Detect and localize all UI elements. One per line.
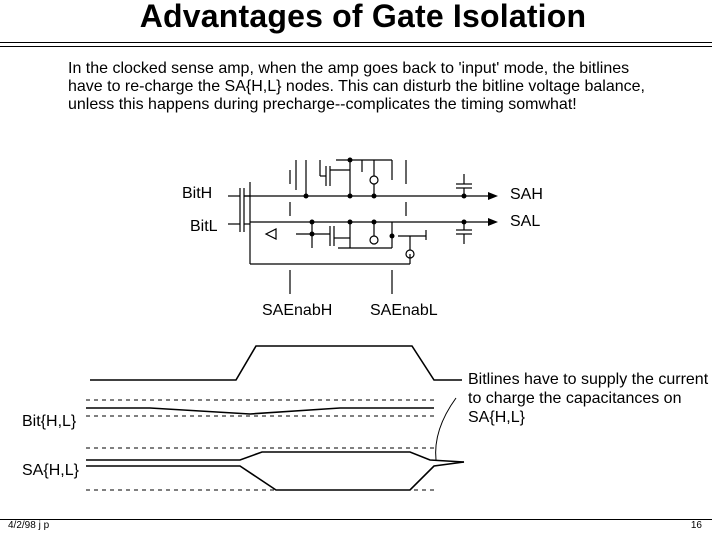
sah-label: SAH xyxy=(510,186,543,203)
saenabh-label: SAEnabH xyxy=(262,302,333,319)
saenabl-label: SAEnabL xyxy=(370,302,438,319)
bit-hl-label: Bit{H,L} xyxy=(22,413,77,430)
sa-hl-label: SA{H,L} xyxy=(22,462,79,479)
footer-rule xyxy=(0,519,712,520)
bith-label: BitH xyxy=(182,185,213,202)
page-number: 16 xyxy=(690,520,702,531)
sense-amp-circuit xyxy=(228,159,488,294)
bitl-label: BitL xyxy=(190,218,218,235)
description-text: In the clocked sense amp, when the amp g… xyxy=(68,60,645,113)
saenab-waveform xyxy=(90,345,462,381)
slide-title: Advantages of Gate Isolation xyxy=(139,0,587,34)
bit-waveform xyxy=(86,407,434,415)
sa-waveform xyxy=(86,461,465,491)
sal-label: SAL xyxy=(510,213,541,230)
footer-date: 4/2/98 j p xyxy=(8,520,50,531)
bitline-annotation: Bitlines have to supply the current to c… xyxy=(468,371,709,426)
circuit-junction-dots xyxy=(303,157,498,239)
title-rule-bottom xyxy=(0,46,712,47)
annotation-leader xyxy=(435,397,457,461)
sah-arrow-icon xyxy=(488,192,498,200)
sal-arrow-icon xyxy=(488,218,498,226)
ground-arrow-icon xyxy=(264,228,277,240)
timing-waveforms xyxy=(86,345,465,491)
title-rule-top xyxy=(0,42,712,43)
sa-waveform-high xyxy=(86,451,465,463)
